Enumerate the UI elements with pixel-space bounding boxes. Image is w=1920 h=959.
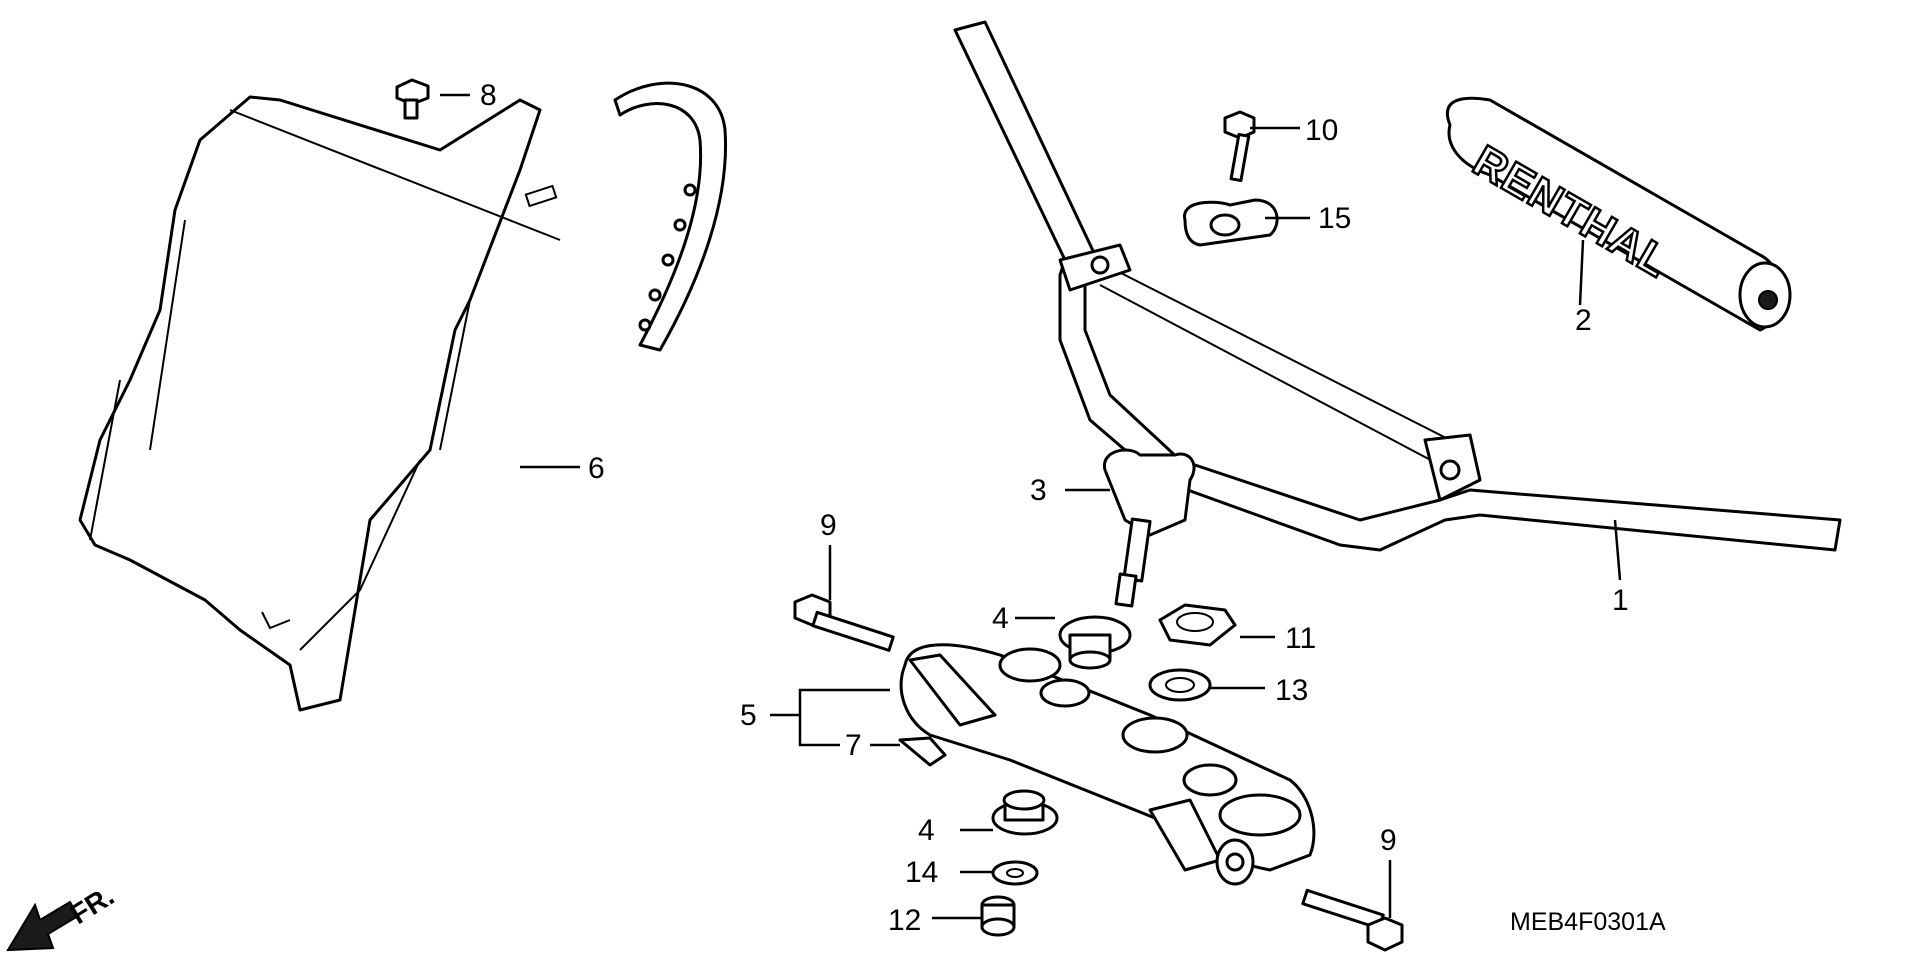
callout-9-right: 9 <box>1380 824 1397 857</box>
callout-13: 13 <box>1275 674 1308 707</box>
callout-2: 2 <box>1575 304 1592 337</box>
callout-10: 10 <box>1305 114 1338 147</box>
callout-6: 6 <box>588 452 605 485</box>
bolt-9-left <box>793 593 895 652</box>
callout-8: 8 <box>480 79 497 112</box>
upper-holder <box>1103 448 1196 608</box>
callout-4-lower: 4 <box>918 814 935 847</box>
callout-5: 5 <box>740 699 757 732</box>
bolt-8 <box>395 78 430 120</box>
bolt-10 <box>1223 110 1256 183</box>
nut-11 <box>1158 603 1237 647</box>
callout-9-left: 9 <box>820 509 837 542</box>
callout-11: 11 <box>1285 622 1316 655</box>
handlebar <box>953 20 1842 552</box>
holder-15 <box>1183 198 1279 247</box>
bushing-4-lower <box>991 789 1059 836</box>
front-label: FR. <box>65 880 120 930</box>
callout-14: 14 <box>905 856 938 889</box>
callout-7: 7 <box>845 729 862 762</box>
catalog-code: MEB4F0301A <box>1510 908 1666 936</box>
washer-13 <box>1148 668 1212 702</box>
top-bridge <box>899 643 1316 886</box>
bushing-4-upper <box>1058 615 1132 670</box>
number-plate <box>78 95 561 712</box>
nut-12 <box>980 895 1016 937</box>
callout-15: 15 <box>1318 202 1351 235</box>
callout-labels: 1 2 3 4 4 5 6 7 8 9 9 10 11 12 13 14 15 <box>480 79 1629 937</box>
bolt-9-right <box>1301 888 1404 952</box>
front-direction-arrow: FR. <box>6 880 120 952</box>
callout-1: 1 <box>1612 584 1629 617</box>
callout-4-upper: 4 <box>992 602 1009 635</box>
number-plate-strap <box>613 81 728 352</box>
callout-12: 12 <box>888 904 921 937</box>
clip-7 <box>898 736 947 767</box>
handlebar-pad: RENTHAL <box>1446 96 1792 332</box>
washer-14 <box>991 860 1039 886</box>
leader-lines <box>440 93 1622 920</box>
callout-3: 3 <box>1030 474 1047 507</box>
